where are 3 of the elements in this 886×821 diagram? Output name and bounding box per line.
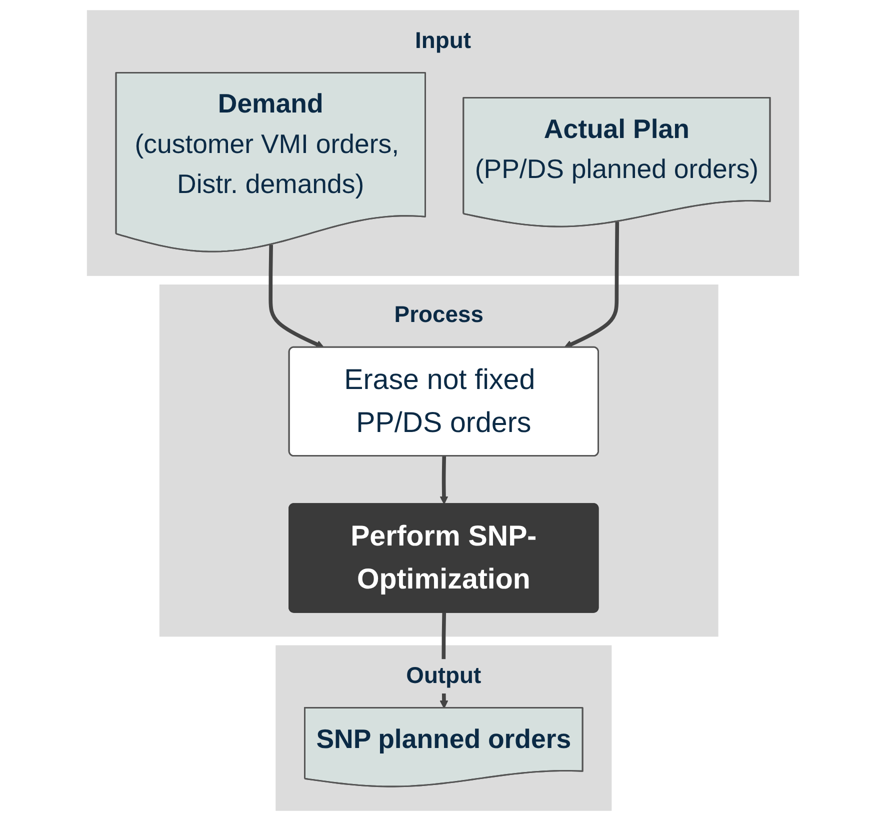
arrow [268, 244, 324, 348]
arrow [564, 222, 620, 348]
arrow [440, 456, 448, 504]
